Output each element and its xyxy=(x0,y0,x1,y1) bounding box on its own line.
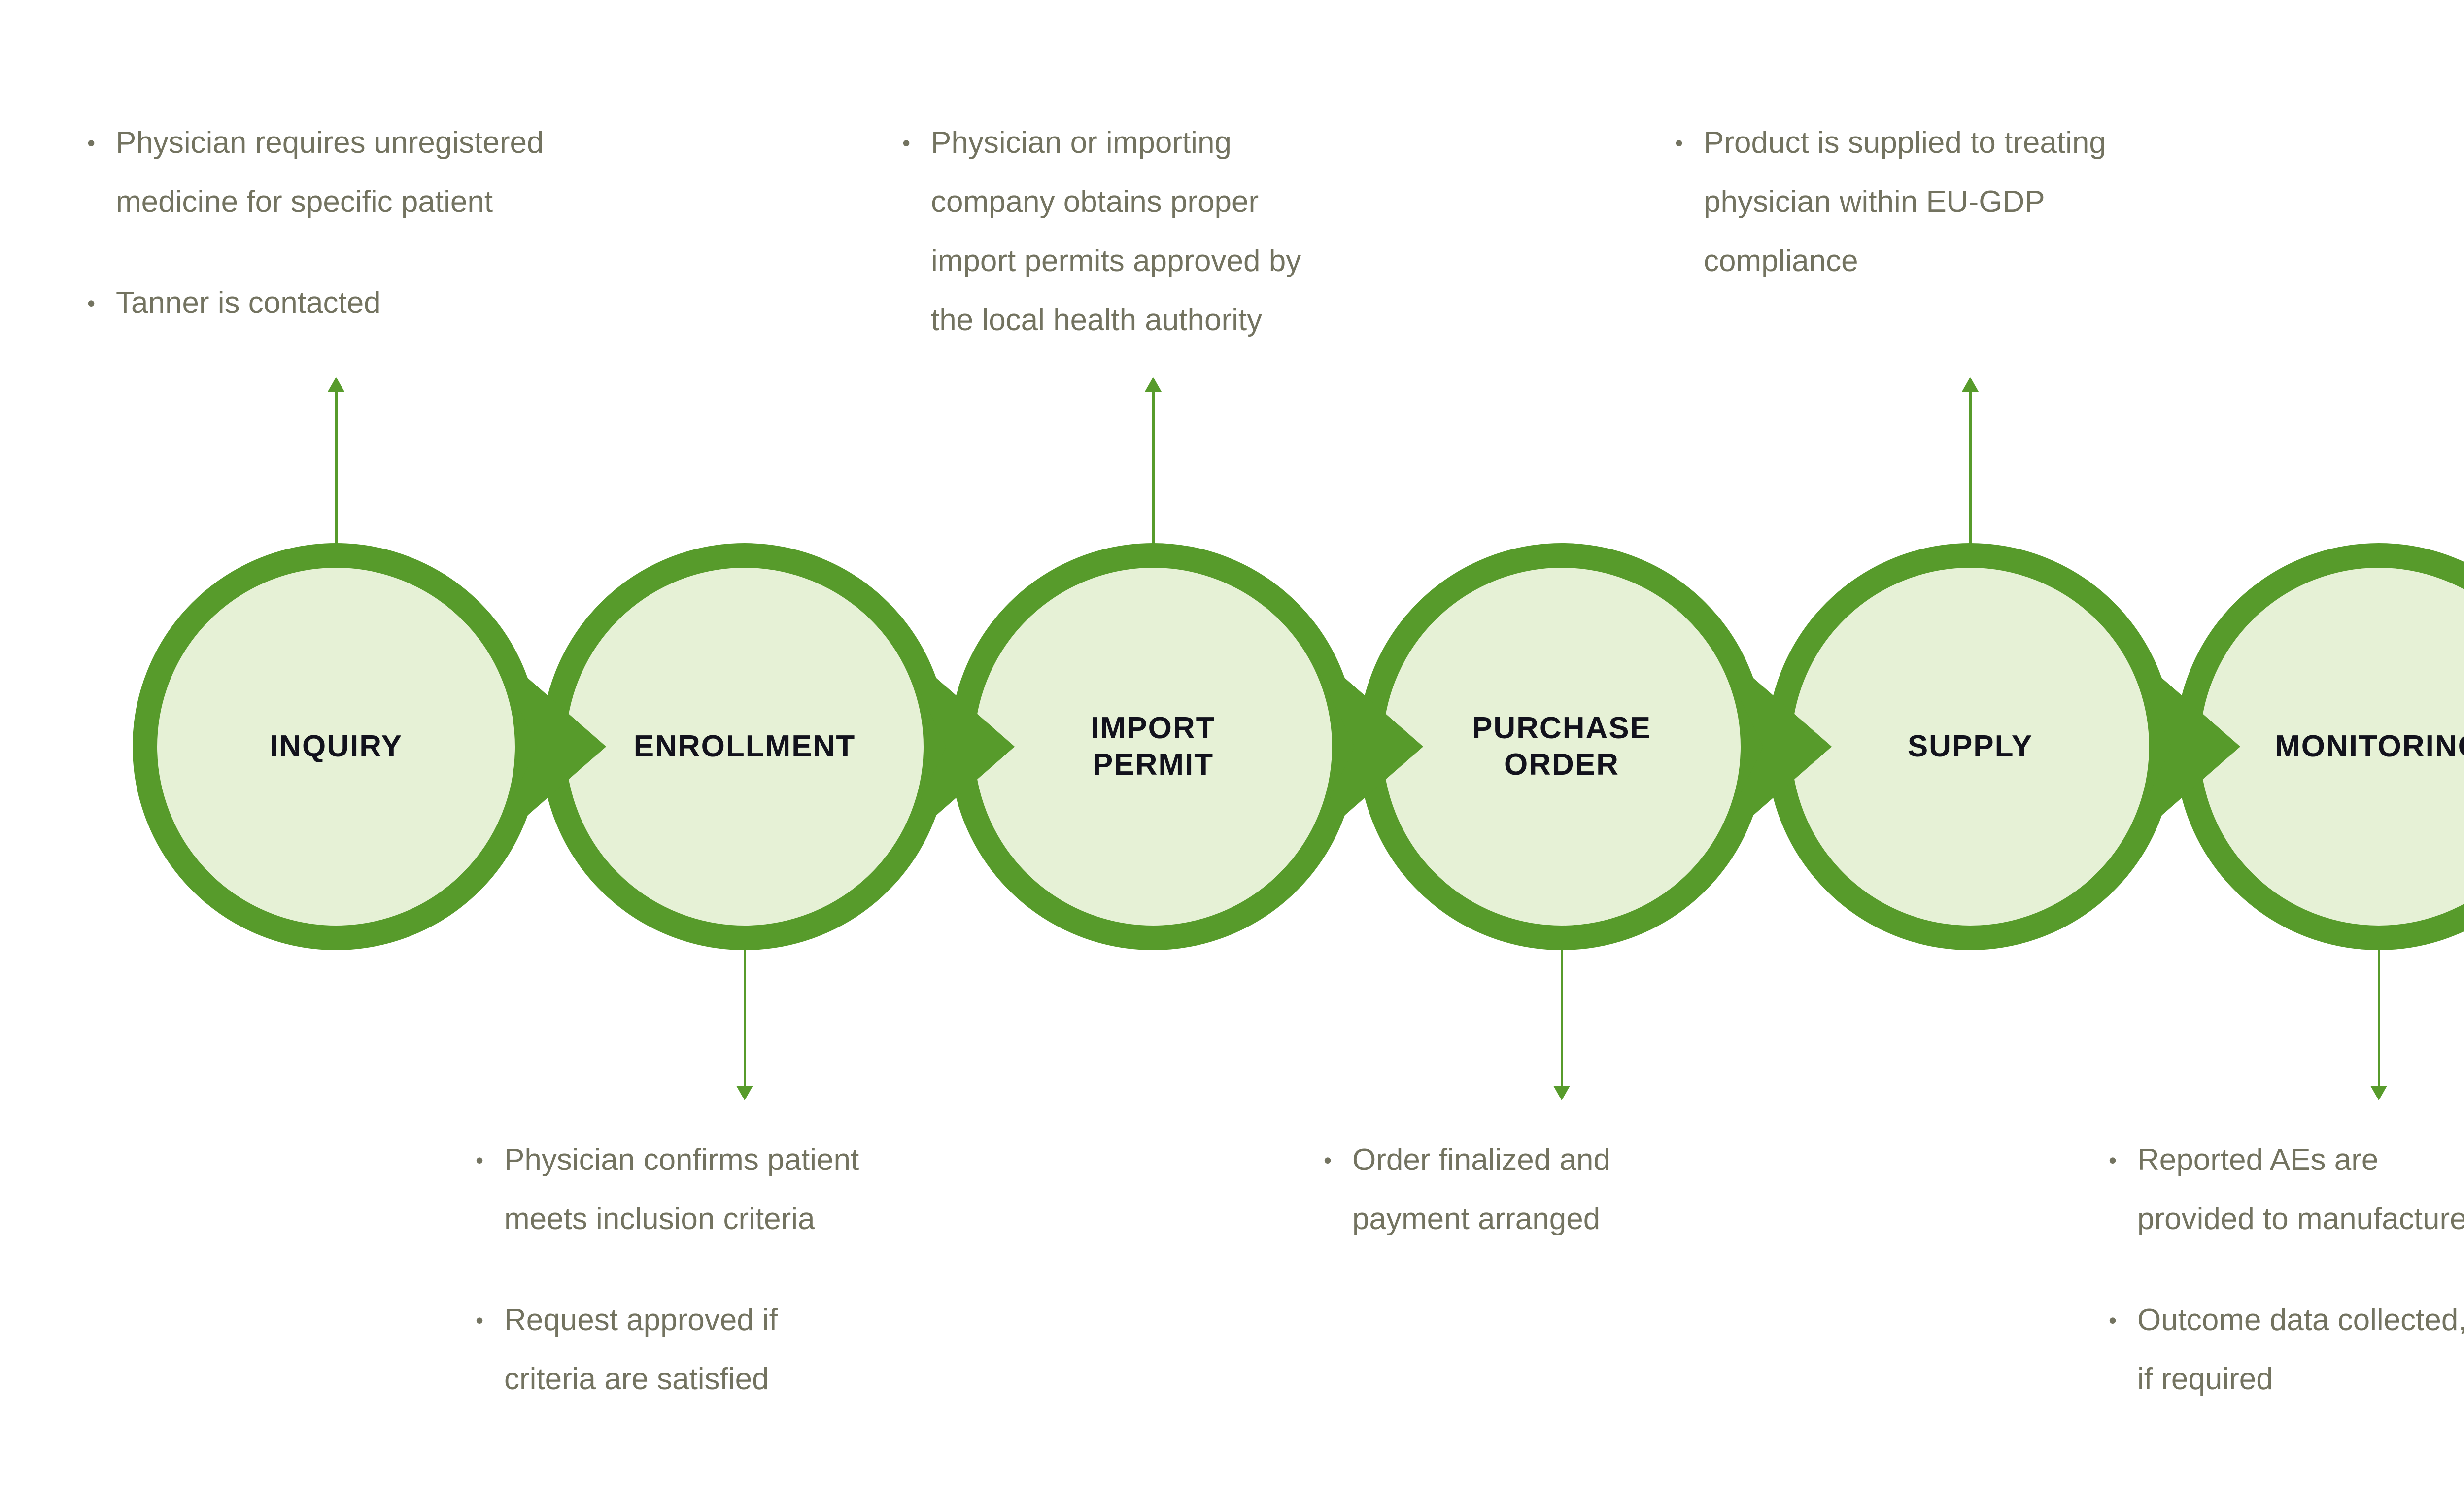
stage-label-line: PURCHASE xyxy=(1472,711,1651,745)
callout-line: if required xyxy=(2137,1362,2273,1396)
arrow-up-line-import-permit xyxy=(1152,391,1155,545)
bullet-item: • Physician or importing company obtains… xyxy=(902,113,1301,350)
bullet-text: Physician confirms patient meets inclusi… xyxy=(504,1131,859,1249)
bullet-dot-icon: • xyxy=(2109,1147,2117,1173)
callout-line: Reported AEs are xyxy=(2137,1143,2379,1177)
callout-line: Outcome data collected, xyxy=(2137,1303,2464,1337)
stage-label: IMPORT PERMIT xyxy=(1091,710,1215,783)
bullet-dot-icon: • xyxy=(87,130,96,156)
bullet-text: Outcome data collected, if required xyxy=(2137,1291,2464,1409)
bullet-text: Product is supplied to treating physicia… xyxy=(1704,113,2106,291)
callout-line: the local health authority xyxy=(931,303,1263,337)
callout-line: Tanner is contacted xyxy=(116,286,381,320)
bullet-dot-icon: • xyxy=(1675,130,1683,156)
stage-label-line: PERMIT xyxy=(1092,748,1214,782)
arrow-up-head-icon xyxy=(1145,377,1162,392)
bullet-text: Tanner is contacted xyxy=(116,274,381,333)
stage-circle-import-permit: IMPORT PERMIT xyxy=(950,543,1357,950)
callout-bottom-right: • Reported AEs are provided to manufactu… xyxy=(2109,1131,2464,1409)
callout-line: Physician requires unregistered xyxy=(116,126,544,160)
bullet-item: • Reported AEs are provided to manufactu… xyxy=(2109,1131,2464,1249)
callout-line: Physician or importing xyxy=(931,126,1232,160)
bullet-item: • Tanner is contacted xyxy=(87,274,544,333)
callout-line: company obtains proper xyxy=(931,185,1259,219)
callout-line: provided to manufacturer xyxy=(2137,1202,2464,1236)
bullet-text: Physician or importing company obtains p… xyxy=(931,113,1301,350)
arrow-up-head-icon xyxy=(1962,377,1979,392)
bullet-dot-icon: • xyxy=(1324,1147,1332,1173)
arrow-down-head-icon xyxy=(2370,1086,2387,1100)
stage-label-line: INQUIRY xyxy=(269,729,403,763)
bullet-item: • Request approved if criteria are satis… xyxy=(476,1291,859,1409)
callout-line: import permits approved by xyxy=(931,244,1301,278)
arrow-up-line-inquiry xyxy=(335,391,338,545)
arrow-down-head-icon xyxy=(736,1086,753,1100)
stage-label-line: MONITORING xyxy=(2275,729,2464,763)
arrow-down-line-purchase-order xyxy=(1561,949,1563,1087)
bullet-item: • Order finalized and payment arranged xyxy=(1324,1131,1610,1249)
bullet-text: Reported AEs are provided to manufacture… xyxy=(2137,1131,2464,1249)
bullet-item: • Outcome data collected, if required xyxy=(2109,1291,2464,1409)
stage-label-line: ENROLLMENT xyxy=(633,729,856,763)
stage-label: PURCHASE ORDER xyxy=(1472,710,1651,783)
callout-line: payment arranged xyxy=(1352,1202,1601,1236)
callout-line: criteria are satisfied xyxy=(504,1362,769,1396)
arrow-down-line-enrollment xyxy=(744,949,746,1087)
callout-line: Physician confirms patient xyxy=(504,1143,859,1177)
bullet-item: • Product is supplied to treating physic… xyxy=(1675,113,2106,291)
arrow-down-line-monitoring xyxy=(2378,949,2380,1087)
bullet-text: Physician requires unregistered medicine… xyxy=(116,113,544,232)
bullet-text: Request approved if criteria are satisfi… xyxy=(504,1291,778,1409)
callout-line: Request approved if xyxy=(504,1303,778,1337)
stage-label-line: ORDER xyxy=(1504,748,1619,782)
stage-circle-inquiry: INQUIRY xyxy=(133,543,540,950)
bullet-dot-icon: • xyxy=(476,1307,484,1333)
callout-bottom-left: • Physician confirms patient meets inclu… xyxy=(476,1131,859,1409)
callout-top-right: • Product is supplied to treating physic… xyxy=(1675,113,2106,291)
callout-top-left: • Physician requires unregistered medici… xyxy=(87,113,544,333)
stage-label: MONITORING xyxy=(2275,728,2464,765)
bullet-dot-icon: • xyxy=(87,290,96,316)
bullet-dot-icon: • xyxy=(476,1147,484,1173)
stage-label: ENROLLMENT xyxy=(634,728,856,765)
callout-top-middle: • Physician or importing company obtains… xyxy=(902,113,1301,350)
arrow-down-head-icon xyxy=(1553,1086,1570,1100)
callout-line: meets inclusion criteria xyxy=(504,1202,815,1236)
stage-label: SUPPLY xyxy=(1908,728,2033,765)
arrow-up-line-supply xyxy=(1969,391,1972,545)
callout-bottom-middle: • Order finalized and payment arranged xyxy=(1324,1131,1610,1249)
bullet-dot-icon: • xyxy=(902,130,911,156)
bullet-dot-icon: • xyxy=(2109,1307,2117,1333)
stage-label-line: IMPORT xyxy=(1091,711,1216,745)
callout-line: Order finalized and xyxy=(1352,1143,1610,1177)
callout-line: medicine for specific patient xyxy=(116,185,493,219)
stage-label: INQUIRY xyxy=(270,728,403,765)
callout-line: compliance xyxy=(1704,244,1858,278)
arrow-up-head-icon xyxy=(328,377,344,392)
bullet-text: Order finalized and payment arranged xyxy=(1352,1131,1610,1249)
callout-line: physician within EU-GDP xyxy=(1704,185,2045,219)
callout-line: Product is supplied to treating xyxy=(1704,126,2106,160)
bullet-item: • Physician confirms patient meets inclu… xyxy=(476,1131,859,1249)
bullet-item: • Physician requires unregistered medici… xyxy=(87,113,544,232)
stage-label-line: SUPPLY xyxy=(1907,729,2033,763)
